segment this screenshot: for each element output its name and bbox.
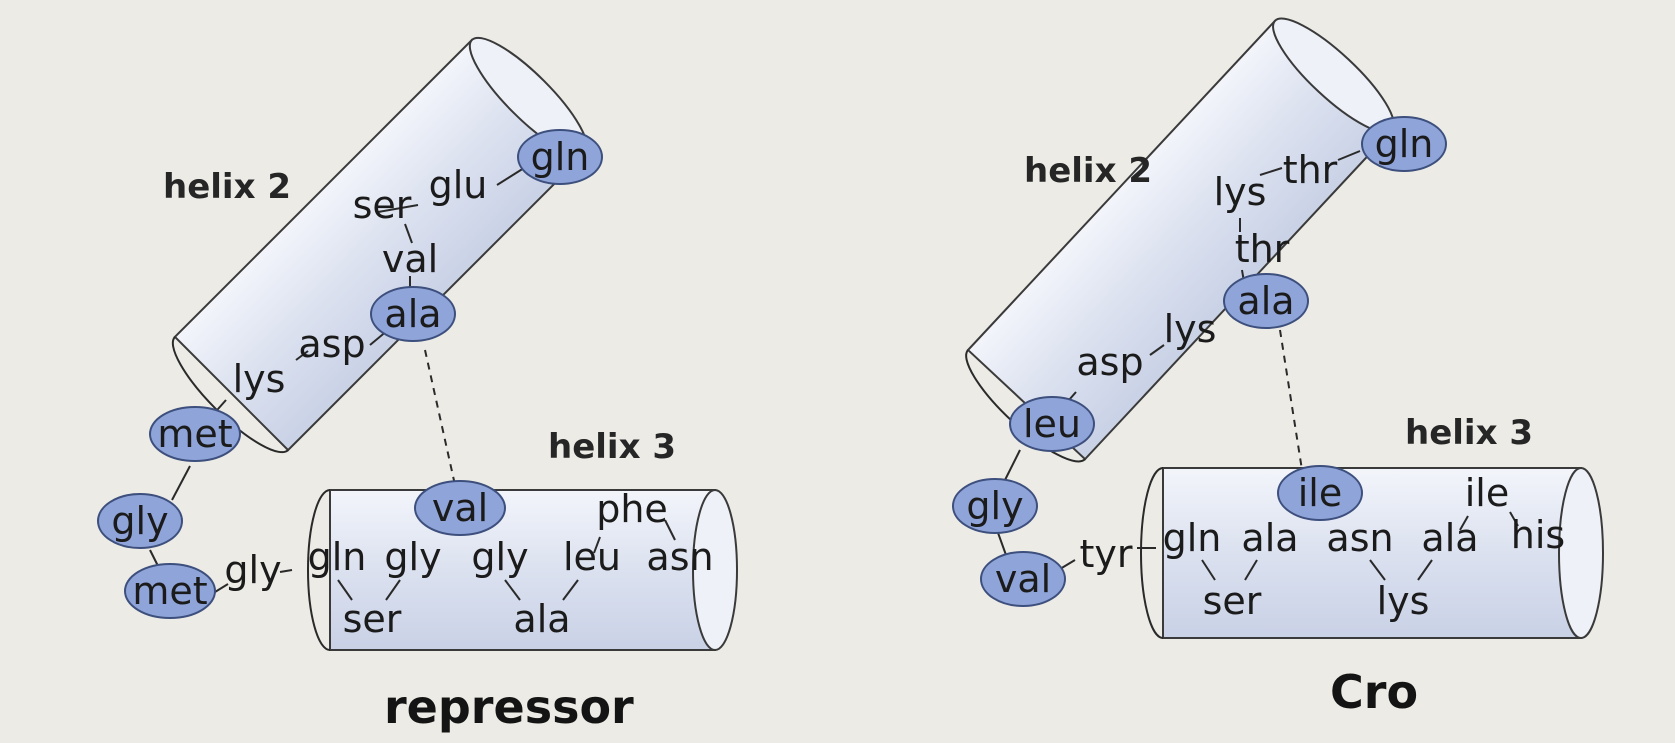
residue-gly: gly [966,484,1023,528]
residue-gly: gly [224,548,281,592]
link [996,529,1007,556]
residue-lys: lys [1214,170,1267,214]
cro-helix3-label: helix 3 [1405,413,1533,453]
link [496,167,525,186]
link [1201,559,1216,581]
repressor-title: repressor [384,680,634,734]
residue-oval [980,551,1066,607]
repressor-helix3-label: helix 3 [548,427,676,467]
link [1337,150,1361,161]
residue-oval [1009,396,1095,452]
residue-oval [517,129,603,185]
contact-dashed-line [1279,329,1303,471]
residue-ile: ile [1465,471,1510,515]
link [1459,515,1469,531]
residue-lys: lys [1377,579,1430,623]
link [1003,449,1021,483]
contact-dashed-line [424,349,456,486]
residue-gly: gly [471,535,528,579]
residue-ser: ser [353,183,412,227]
link [295,350,309,361]
residue-thr: thr [1235,227,1290,271]
repressor-helix2-cylinder [171,36,589,454]
residue-oval [97,493,183,549]
cro-helix2-label: helix 2 [1024,151,1152,191]
residue-asn: asn [1326,516,1393,560]
repressor-helix3-cylinder [307,489,738,651]
residue-val: val [995,557,1051,601]
repressor-helix2-label: helix 2 [163,167,291,207]
residue-lys: lys [1164,307,1217,351]
residue-tyr: tyr [1079,532,1132,576]
residue-val: val [432,486,488,530]
residue-val: val [382,237,438,281]
link [404,223,413,244]
residue-oval [1277,465,1363,521]
link [214,583,229,593]
link [337,579,353,601]
residue-met: met [157,412,232,456]
residue-gly: gly [384,535,441,579]
cro-panel: helix 2 helix 3 Cro gln thr lys thr ala … [952,17,1604,719]
residue-gln: gln [308,535,367,579]
residue-ala: ala [1237,279,1294,323]
repressor-panel: helix 2 helix 3 repressor gln glu ser va… [97,36,738,734]
link [385,579,401,601]
cro-title: Cro [1330,665,1418,719]
link [1259,167,1283,176]
residue-asn: asn [646,535,713,579]
residue-oval [124,563,216,619]
link [562,579,579,601]
residue-ile: ile [1298,471,1343,515]
link [504,579,521,601]
residue-ala: ala [1241,516,1298,560]
residue-ala: ala [513,597,570,641]
residue-ala: ala [384,292,441,336]
residue-leu: leu [1023,402,1081,446]
residue-gln: gln [1163,516,1222,560]
link [1149,344,1165,356]
residue-lys: lys [233,357,286,401]
cro-helix3-cylinder [1140,467,1604,639]
link [664,519,676,541]
link [593,536,601,554]
link [1417,559,1433,581]
residue-glu: glu [429,163,488,207]
residue-oval [1223,273,1309,329]
link [1509,511,1519,527]
residue-his: his [1511,513,1565,557]
residue-ser: ser [343,597,402,641]
residue-gly: gly [111,499,168,543]
link [1369,559,1386,581]
residue-gln: gln [1375,122,1434,166]
residue-ala: ala [1421,516,1478,560]
residue-asp: asp [298,322,365,366]
residue-oval [370,286,456,342]
residue-phe: phe [596,487,668,531]
residue-thr: thr [1283,148,1338,192]
link [171,465,191,501]
residue-oval [1361,116,1447,172]
residue-gln: gln [531,135,590,179]
residue-oval [952,478,1038,534]
link [279,569,293,573]
residue-met: met [132,569,207,613]
residue-ser: ser [1203,579,1262,623]
residue-oval [414,480,506,536]
residue-leu: leu [563,535,621,579]
link [377,204,419,213]
residue-oval [149,406,241,462]
link [1244,559,1258,581]
residue-asp: asp [1076,340,1143,384]
